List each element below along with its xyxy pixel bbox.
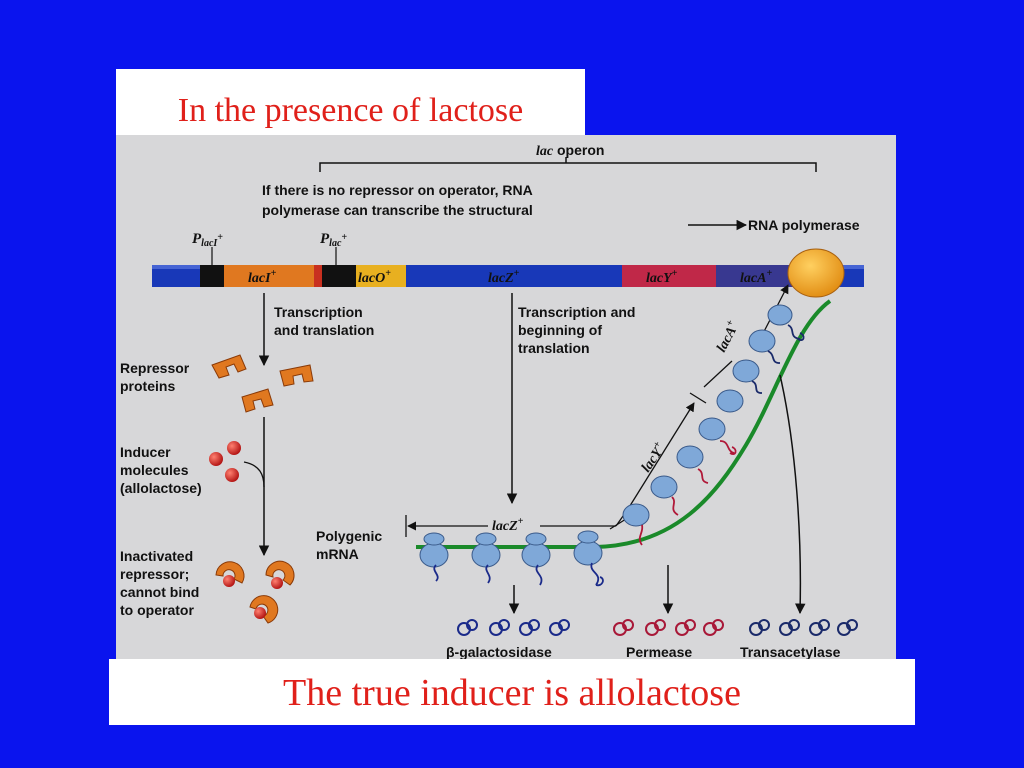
tx-beginning-3: translation	[518, 340, 590, 356]
nascent-polypeptides	[433, 324, 805, 587]
lac-operon-figure: lac operon If there is no repressor on o…	[116, 135, 896, 665]
operon-bracket	[319, 157, 817, 172]
operon-label: lac operon	[536, 142, 604, 159]
slide-title: In the presence of lactose	[177, 92, 524, 129]
lacz-gene	[406, 265, 622, 287]
transacetylase-label: Transacetylase	[740, 644, 841, 660]
rna-polymerase-label: RNA polymerase	[748, 217, 860, 233]
title-box: In the presence of lactose	[116, 69, 585, 135]
inactivated-label-2: repressor;	[120, 566, 189, 582]
gene-laco: lacO+	[358, 268, 391, 286]
inactivated-label-1: Inactivated	[120, 548, 193, 564]
transacetylase-icon	[749, 619, 858, 636]
inducer-label-1: Inducer	[120, 444, 171, 460]
promoter-lac-label: Plac+	[320, 231, 347, 249]
inducer-molecules-icon	[209, 441, 241, 482]
tx-beginning-1: Transcription and	[518, 304, 635, 320]
gene-laci: lacI+	[248, 268, 277, 286]
mrna-laca-label: lacA+	[712, 318, 743, 355]
footer-box: The true inducer is allolactose	[109, 659, 915, 725]
note-line-1: If there is no repressor on operator, RN…	[262, 182, 533, 198]
beta-galactosidase-label: β-galactosidase	[446, 644, 552, 660]
rna-polymerase-icon	[787, 248, 845, 298]
footer-caption: The true inducer is allolactose	[283, 672, 741, 714]
tx-beginning-2: beginning of	[518, 322, 602, 338]
inactivated-label-4: to operator	[120, 602, 194, 618]
dna-strand	[152, 265, 864, 287]
laco-operator	[356, 265, 406, 287]
lacy-gene	[622, 265, 716, 287]
note-line-2: polymerase can transcribe the structural	[262, 202, 533, 218]
tx-translation-1: Transcription	[274, 304, 363, 320]
inducer-label-2: molecules	[120, 462, 189, 478]
permease-label: Permease	[626, 644, 692, 660]
mrna-lacy-label: lacY+	[637, 439, 670, 475]
beta-galactosidase-icon	[457, 619, 570, 636]
repressor-label-2: proteins	[120, 378, 175, 394]
polygenic-label-1: Polygenic	[316, 528, 382, 544]
laca-gene	[716, 265, 806, 287]
gene-lacz: lacZ+	[488, 268, 520, 286]
inactivated-label-3: cannot bind	[120, 584, 199, 600]
inducer-label-3: (allolactose)	[120, 480, 202, 496]
ribosomes	[419, 304, 793, 568]
operon-diagram: lac operon If there is no repressor on o…	[120, 142, 864, 660]
mrna-strand	[416, 299, 832, 549]
lac-promoter-box	[322, 265, 356, 287]
permease-icon	[613, 619, 724, 636]
gene-lacy: lacY+	[646, 268, 678, 286]
laci-promoter-box	[200, 265, 224, 287]
laci-gene	[224, 265, 314, 287]
gene-laca: lacA+	[740, 268, 772, 286]
tx-translation-2: and translation	[274, 322, 374, 338]
repressor-proteins-icon	[211, 354, 314, 413]
repressor-label-1: Repressor	[120, 360, 190, 376]
inactivated-repressor-icon	[215, 560, 295, 624]
promoter-laci-label: PlacI+	[192, 231, 223, 249]
polygenic-label-2: mRNA	[316, 546, 359, 562]
mrna-lacz-label: lacZ+	[492, 516, 524, 534]
